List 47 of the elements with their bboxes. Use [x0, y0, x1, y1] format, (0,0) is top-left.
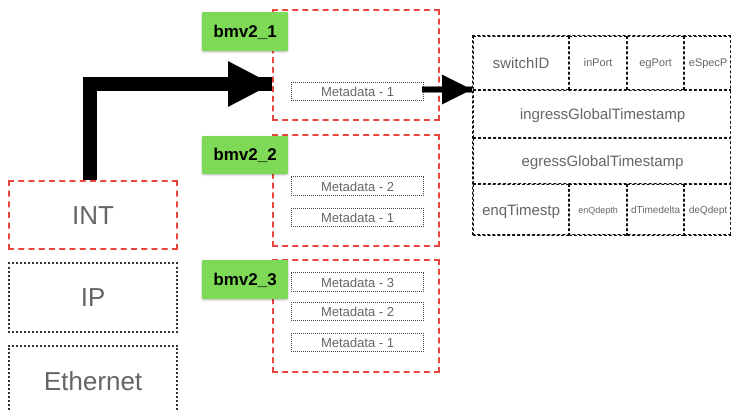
metadata-box: [291, 82, 424, 101]
protocol-layer-box: [8, 262, 178, 333]
table-cell: [627, 36, 684, 90]
field-name: switchID: [492, 54, 550, 72]
switch-label: [202, 12, 288, 51]
switch-label: [202, 136, 288, 174]
field-name: deQdept: [688, 204, 728, 216]
table-cell: [569, 36, 627, 90]
field-name: enqTimestp: [482, 202, 560, 218]
switch-name: bmv2_2: [213, 145, 277, 165]
table-cell: [473, 138, 731, 184]
layer-name: IP: [80, 282, 106, 313]
field-name: egPort: [639, 57, 672, 69]
metadata-box: [291, 176, 424, 196]
metadata-box: [291, 333, 424, 352]
protocol-layer-box: [8, 180, 178, 250]
metadata-box: [291, 208, 424, 227]
metadata-label: Metadata - 1: [321, 84, 394, 99]
metadata-label: Metadata - 2: [321, 178, 394, 194]
arrow: [422, 74, 472, 104]
arrow: [83, 61, 272, 180]
field-name: ingressGlobalTimestamp: [520, 106, 686, 122]
field-name: enQdepth: [578, 205, 618, 215]
table-cell: [473, 90, 731, 138]
field-name: inPort: [584, 57, 612, 69]
metadata-label: Metadata - 3: [321, 274, 394, 290]
table-cell: [569, 184, 627, 236]
metadata-label: Metadata - 2: [321, 304, 394, 319]
protocol-layer-box: [8, 345, 178, 412]
table-cell: [684, 36, 731, 90]
field-name: dTimedelta: [630, 204, 680, 216]
field-name: egressGlobalTimestamp: [521, 152, 684, 170]
metadata-box: [291, 272, 424, 292]
table-cell: [627, 184, 684, 236]
layer-name: INT: [72, 200, 114, 230]
switch-label: [202, 260, 288, 299]
metadata-label: Metadata - 1: [321, 210, 394, 225]
switch-name: bmv2_1: [213, 22, 277, 42]
table-cell: [473, 36, 569, 90]
layer-name: Ethernet: [44, 366, 142, 396]
metadata-table: [472, 35, 731, 235]
metadata-label: Metadata - 1: [321, 335, 394, 350]
table-cell: [684, 184, 731, 236]
field-name: eSpecP: [688, 57, 728, 69]
table-cell: [473, 184, 569, 236]
metadata-box: [291, 302, 424, 321]
switch-name: bmv2_3: [213, 270, 277, 290]
